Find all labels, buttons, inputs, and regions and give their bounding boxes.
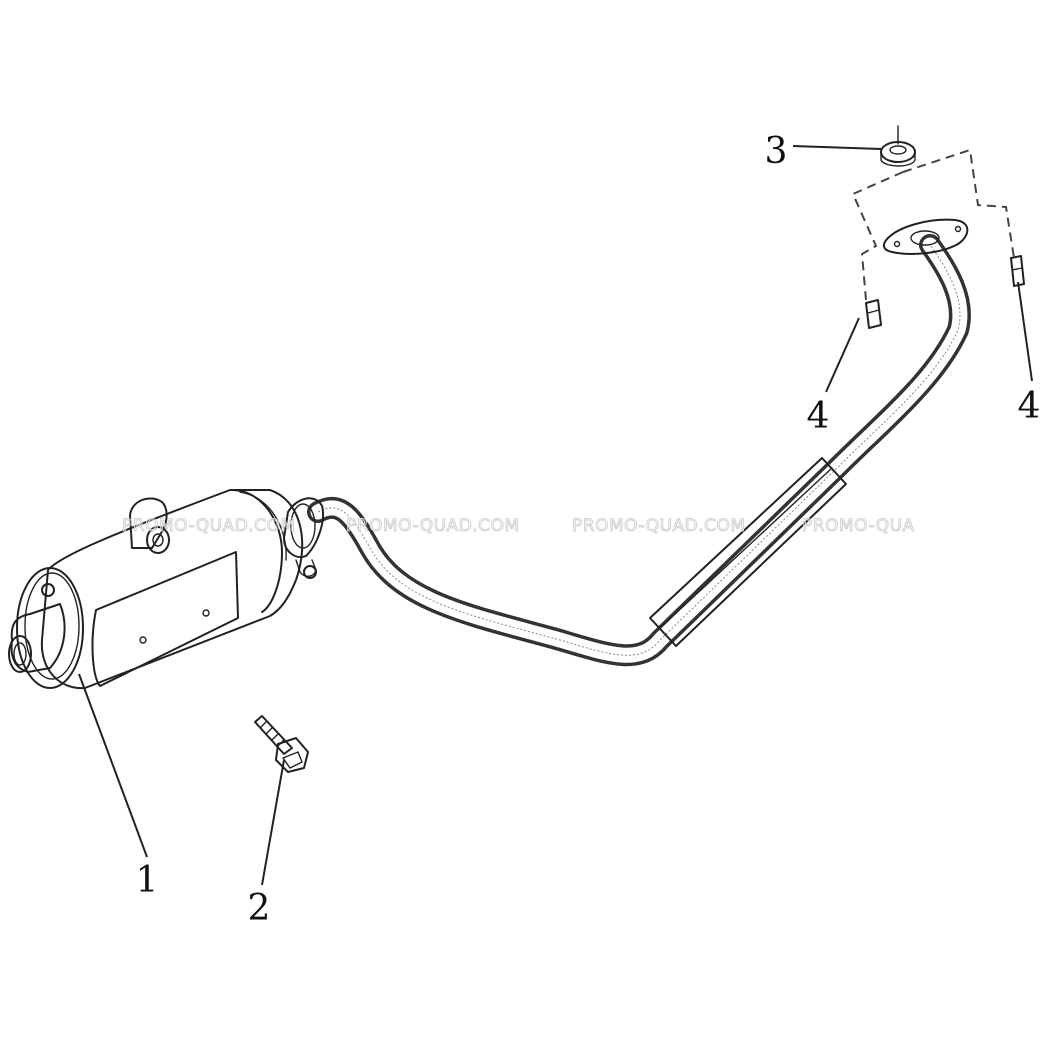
watermark-text: PROMO-QUAD.COM (346, 516, 520, 536)
assembly-guide-lines (851, 148, 1015, 301)
muffler (8, 489, 324, 690)
watermark-text: PROMO-QUA (802, 516, 915, 536)
callout-stud-left: 4 (807, 396, 830, 437)
leader-lines (78, 145, 1033, 886)
exhaust-flange (882, 218, 969, 255)
callout-stud-right: 4 (1018, 386, 1041, 427)
pipe-sleeve (649, 457, 847, 647)
watermark-text: PROMO-QUAD.COM (122, 516, 296, 536)
exhaust-pipe (307, 234, 971, 667)
callout-muffler: 1 (136, 860, 159, 901)
gasket (880, 125, 916, 167)
callout-bolt: 2 (248, 888, 271, 929)
stud-left (865, 299, 882, 329)
watermark: PROMO-QUAD.COM PROMO-QUAD.COM PROMO-QUAD… (122, 516, 915, 537)
stud-right (1010, 255, 1025, 287)
bolt (254, 715, 309, 773)
callout-gasket: 3 (765, 131, 788, 172)
watermark-text: PROMO-QUAD.COM (572, 516, 746, 536)
